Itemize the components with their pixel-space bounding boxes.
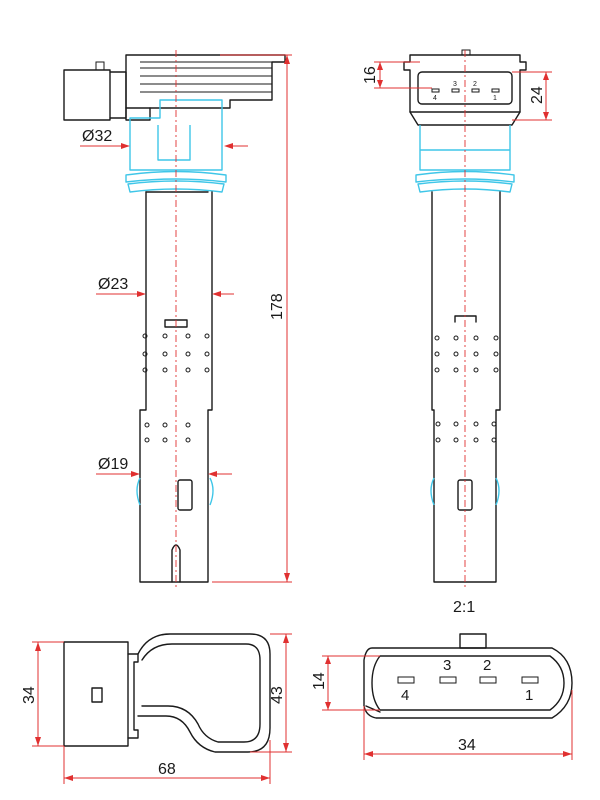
side-plug — [63, 69, 111, 121]
dim-conn-16: 16 — [362, 61, 432, 89]
front-seal-ring-1 — [415, 170, 515, 183]
base-view — [63, 633, 271, 753]
base-outline — [137, 633, 271, 753]
dim-length: 178 — [212, 54, 292, 583]
dim-base-43: 43 — [250, 633, 292, 753]
scale-label: 2:1 — [453, 599, 475, 616]
end-pin-label-1: 1 — [525, 687, 533, 704]
base-step — [127, 653, 139, 739]
label-base-43: 43 — [269, 686, 286, 704]
side-seal-inner — [157, 125, 191, 161]
label-length: 178 — [269, 293, 286, 320]
front-pin-label-2: 2 — [473, 81, 477, 88]
end-pin-label-3: 3 — [443, 657, 451, 674]
front-vent-holes-upper — [434, 335, 499, 373]
dim-base-68: 68 — [63, 740, 271, 784]
label-d19: Ø19 — [98, 456, 128, 473]
end-pin-label-4: 4 — [401, 687, 409, 704]
end-pins — [397, 676, 539, 684]
label-conn-24: 24 — [529, 86, 546, 104]
front-vent-holes-lower — [435, 421, 497, 443]
end-pin-label-2: 2 — [483, 657, 491, 674]
side-clip-left — [136, 477, 141, 506]
side-seal-ring-1 — [125, 170, 227, 183]
label-d23: Ø23 — [98, 276, 128, 293]
front-slot — [454, 315, 477, 323]
front-clip-right — [495, 477, 500, 506]
end-outline-inner — [371, 655, 565, 711]
end-view: 4 3 2 1 — [363, 633, 573, 719]
dim-base-34: 34 — [21, 641, 64, 747]
dim-conn-24: 24 — [512, 71, 552, 121]
side-seal-ring-2 — [127, 180, 225, 193]
label-end-14: 14 — [311, 672, 328, 690]
side-body — [139, 191, 213, 583]
front-body — [431, 191, 501, 583]
base-outline-inner — [141, 643, 261, 743]
side-head-stem — [125, 107, 151, 121]
side-plug-latch — [95, 61, 105, 70]
front-view: 4 3 2 1 — [403, 49, 527, 590]
front-seal-ring-2 — [417, 180, 513, 193]
front-head-tab — [461, 49, 471, 56]
side-seal-collar — [129, 99, 223, 171]
dim-end-14: 14 — [311, 655, 380, 711]
front-pin-label-4: 4 — [433, 95, 437, 102]
label-conn-16: 16 — [362, 66, 379, 84]
front-pins — [431, 88, 500, 93]
label-base-68: 68 — [158, 761, 176, 778]
label-base-34: 34 — [21, 686, 38, 704]
end-key-tab — [459, 633, 487, 649]
front-clip-left — [430, 477, 435, 506]
side-window — [177, 479, 193, 511]
side-clip-right — [209, 477, 214, 506]
side-vent-holes-lower — [144, 422, 191, 443]
base-block-notch — [91, 687, 103, 703]
end-chamfer — [365, 705, 381, 713]
side-view — [63, 50, 286, 590]
label-d32: Ø32 — [82, 128, 112, 145]
base-block — [63, 641, 129, 747]
dim-d23: Ø23 — [96, 276, 234, 297]
dim-d32: Ø32 — [80, 128, 248, 149]
dim-end-34: 34 — [363, 690, 573, 760]
side-head-fins — [140, 61, 272, 93]
end-outline — [363, 647, 573, 719]
front-pin-label-1: 1 — [493, 95, 497, 102]
side-plug-neck — [109, 71, 127, 119]
dim-d19: Ø19 — [96, 456, 232, 477]
side-vent-holes-upper — [142, 333, 210, 373]
label-end-34: 34 — [458, 737, 476, 754]
front-pin-label-3: 3 — [453, 81, 457, 88]
